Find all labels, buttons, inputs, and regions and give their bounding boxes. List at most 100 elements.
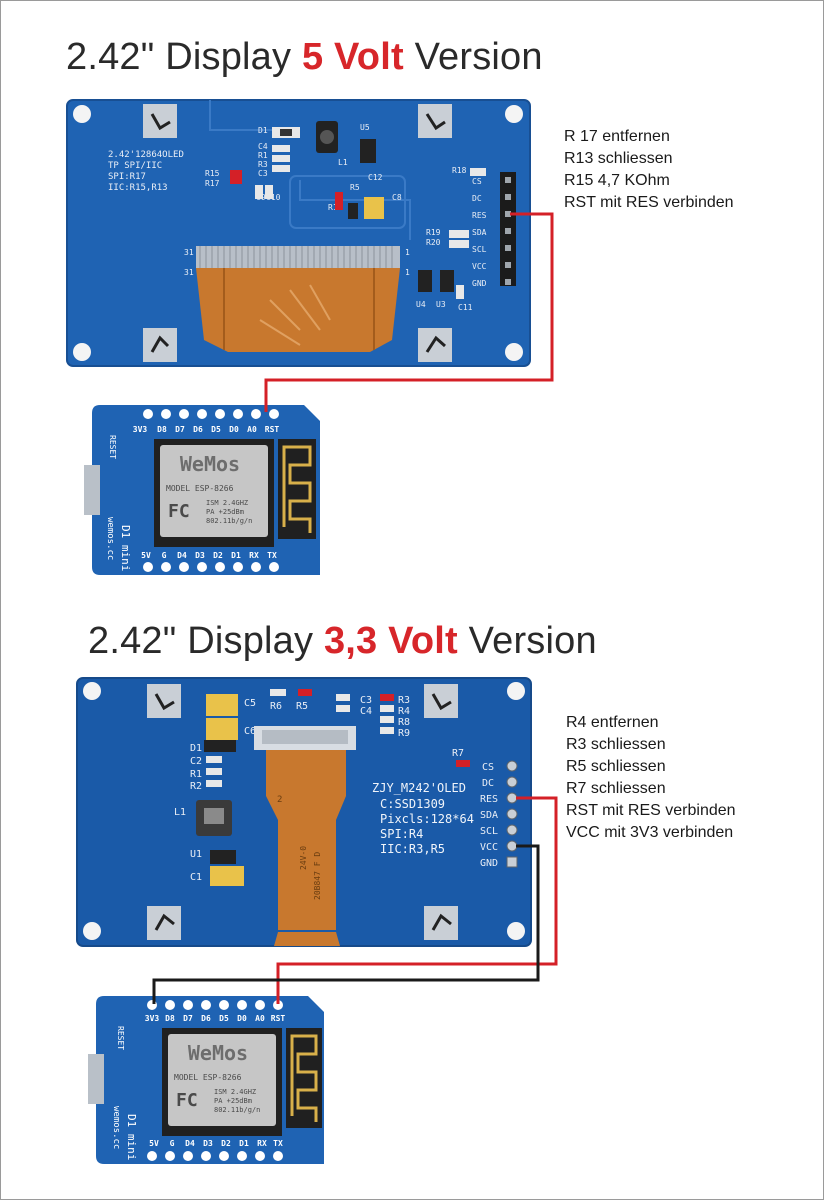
wemos-top-pin: D5 [219, 1014, 229, 1023]
wemos-top-pin: D7 [175, 425, 185, 434]
wemos-top-pin: RST [271, 1014, 286, 1023]
svg-text:R5: R5 [296, 701, 308, 712]
wemos-top-pin: D8 [157, 425, 167, 434]
svg-text:R18: R18 [452, 166, 467, 175]
oled-board-5v: 2.42'12864OLED TP SPI/IIC SPI:R17 IIC:R1… [66, 99, 531, 367]
wemos-top-pin: 3V3 [133, 425, 148, 434]
silk-line: ZJY_M242'OLED [372, 781, 466, 795]
svg-text:C8: C8 [392, 193, 402, 202]
wire-vcc-3v3 [152, 844, 540, 1004]
silk-line: IIC:R3,R5 [380, 842, 445, 856]
wemos-bottom-pin: 5V [149, 1139, 159, 1148]
pin-label: DC [472, 194, 482, 203]
svg-text:R19: R19 [426, 228, 441, 237]
svg-text:802.11b/g/n: 802.11b/g/n [206, 517, 252, 525]
note-line: R4 entfernen [566, 714, 659, 731]
wemos-top-pin: RST [265, 425, 280, 434]
svg-text:R9: R9 [398, 728, 410, 739]
svg-text:R6: R6 [270, 701, 282, 712]
wemos-top-pin: D6 [201, 1014, 211, 1023]
wemos-top-pin: A0 [255, 1014, 265, 1023]
reset-label: RESET [108, 435, 117, 459]
svg-text:R1: R1 [258, 151, 268, 160]
wemos-top-pin: D0 [237, 1014, 247, 1023]
silk-line: C:SSD1309 [380, 797, 445, 811]
section2-notes: R4 entfernen R3 schliessen R5 schliessen… [566, 712, 736, 844]
pin-label: VCC [480, 842, 498, 853]
svg-text:C10: C10 [266, 193, 281, 202]
wemos-top-pin: A0 [247, 425, 257, 434]
wemos-top-pin: D6 [193, 425, 203, 434]
note-line: R 17 entfernen [564, 128, 670, 145]
note-line: R5 schliessen [566, 758, 666, 775]
wemos-bottom-pin: RX [257, 1139, 267, 1148]
svg-text:24V-0: 24V-0 [299, 846, 308, 870]
pin-label: GND [472, 279, 487, 288]
svg-text:C3: C3 [258, 169, 268, 178]
wemos-bottom-pin: TX [267, 551, 277, 560]
pin-label: SCL [472, 245, 487, 254]
section1-title-highlight: 5 Volt [301, 36, 404, 78]
svg-text:R2: R2 [190, 781, 202, 792]
svg-text:R3: R3 [258, 160, 268, 169]
svg-text:L1: L1 [174, 807, 186, 818]
note-line: RST mit RES verbinden [564, 194, 734, 211]
note-line: VCC mit 3V3 verbinden [566, 824, 734, 841]
svg-text:31: 31 [184, 268, 194, 277]
wemos-d1-mini-2: 3V3 D8 D7 D6 D5 D0 A0 RST 5V G D4 D3 D2 … [88, 996, 324, 1164]
silk-line: SPI:R4 [380, 827, 423, 841]
wemos-bottom-pin: TX [273, 1139, 283, 1148]
oled-board-3v3: C5 C6 D1 C2 R1 R2 L1 U1 C1 R6 R5 C3 C4 R… [76, 677, 532, 947]
pin-label: SCL [480, 826, 498, 837]
pin-label: GND [480, 858, 498, 869]
pin-label: VCC [472, 262, 487, 271]
svg-text:D1: D1 [258, 126, 268, 135]
site-text: wemos.cc [111, 1106, 121, 1149]
svg-text:ISM 2.4GHZ: ISM 2.4GHZ [214, 1088, 256, 1096]
silk-line: 2.42'12864OLED [108, 150, 184, 160]
svg-text:D1: D1 [190, 743, 202, 754]
note-line: RST mit RES verbinden [566, 802, 736, 819]
wemos-bottom-pin: D2 [213, 551, 223, 560]
svg-text:31: 31 [184, 248, 194, 257]
svg-text:L1: L1 [338, 158, 348, 167]
site-text: wemos.cc [105, 517, 115, 560]
wemos-brand: WeMos [180, 452, 240, 476]
svg-text:1: 1 [405, 248, 410, 257]
pin-label: CS [472, 177, 482, 186]
wemos-bottom-pin: D3 [203, 1139, 213, 1148]
wemos-top-pin: D0 [229, 425, 239, 434]
wemos-top-pin: 3V3 [145, 1014, 160, 1023]
svg-text:ISM 2.4GHZ: ISM 2.4GHZ [206, 499, 248, 507]
svg-text:C4: C4 [360, 706, 372, 717]
section1-title: 2.42" Display 5 Volt Version [66, 36, 543, 78]
wire-rst-res-1 [264, 212, 554, 412]
pin-label: SDA [472, 228, 487, 237]
wemos-top-pin: D7 [183, 1014, 193, 1023]
note-line: R3 schliessen [566, 736, 666, 753]
svg-text:R8: R8 [398, 717, 410, 728]
svg-text:U5: U5 [360, 123, 370, 132]
svg-text:U3: U3 [436, 300, 446, 309]
side-text: D1 mini [119, 525, 132, 571]
fc-logo: FC [176, 1090, 198, 1111]
wemos-bottom-pin: D1 [239, 1139, 249, 1148]
reset-label: RESET [116, 1026, 125, 1050]
svg-text:C11: C11 [458, 303, 473, 312]
svg-text:1: 1 [405, 268, 410, 277]
svg-text:R3: R3 [398, 695, 410, 706]
svg-text:C6: C6 [244, 726, 256, 737]
wemos-bottom-pin: G [170, 1139, 175, 1148]
pin-label: RES [480, 794, 498, 805]
wemos-bottom-pin: D3 [195, 551, 205, 560]
pin-label: SDA [480, 810, 498, 821]
svg-text:C4: C4 [258, 142, 268, 151]
wemos-bottom-pin: G [162, 551, 167, 560]
svg-text:C5: C5 [244, 698, 256, 709]
silk-line: TP SPI/IIC [108, 161, 162, 171]
svg-text:C12: C12 [368, 173, 383, 182]
pin-label: DC [482, 778, 494, 789]
wemos-bottom-pin: D2 [221, 1139, 231, 1148]
wemos-model: MODEL ESP-8266 [174, 1073, 242, 1082]
